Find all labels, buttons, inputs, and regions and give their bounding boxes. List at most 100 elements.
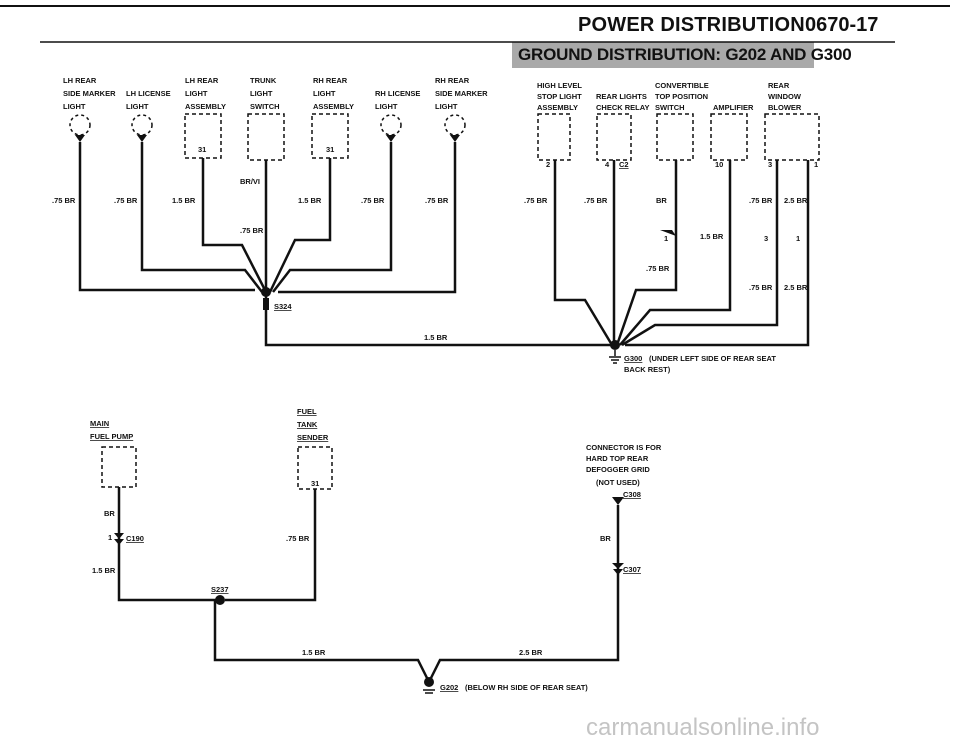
bulb-icons [69, 114, 466, 136]
wire-label: .75 BR [114, 196, 138, 205]
svg-text:1: 1 [814, 160, 818, 169]
wire-label: .75 BR [361, 196, 385, 205]
connector-note-1: CONNECTOR IS FOR [586, 443, 662, 452]
svg-text:1: 1 [796, 234, 800, 243]
comp-high-stop-2: STOP LIGHT [537, 92, 582, 101]
g202-ground-dot [424, 677, 434, 687]
comp-rh-rear-light-2: LIGHT [313, 89, 336, 98]
wire-label: 1.5 BR [700, 232, 724, 241]
watermark: carmanualsonline.info [586, 714, 820, 741]
comp-fuel-sender-2: TANK [297, 420, 318, 429]
svg-text:4: 4 [605, 160, 610, 169]
comp-conv-top-3: SWITCH [655, 103, 685, 112]
comp-lh-rear-light-3: ASSEMBLY [185, 102, 226, 111]
ground-desc-g202: (BELOW RH SIDE OF REAR SEAT) [465, 683, 588, 692]
connector-c190: C190 [126, 534, 144, 543]
wire-label: 2.5 BR [519, 648, 543, 657]
comp-rh-rear-light-3: ASSEMBLY [313, 102, 354, 111]
wire-labels-top: .75 BR .75 BR 1.5 BR BR/VI .75 BR 1.5 BR… [52, 177, 808, 342]
page-number: 0670-17 [805, 14, 879, 36]
comp-fuel-pump-2: FUEL PUMP [90, 432, 133, 441]
comp-lh-license-2: LIGHT [126, 102, 149, 111]
wire-label: 2.5 BR [784, 283, 808, 292]
wire-label: 2.5 BR [784, 196, 808, 205]
comp-check-relay-1: REAR LIGHTS [596, 92, 647, 101]
connector-note-3: DEFOGGER GRID [586, 465, 650, 474]
bulb-icon [131, 114, 153, 136]
svg-text:3: 3 [768, 160, 772, 169]
comp-fuel-sender-1: FUEL [297, 407, 317, 416]
wires-g202 [117, 487, 620, 681]
comp-rh-rear-light-1: RH REAR [313, 76, 348, 85]
comp-conv-top-1: CONVERTIBLE [655, 81, 709, 90]
comp-high-stop-1: HIGH LEVEL [537, 81, 582, 90]
connector-c307: C307 [623, 565, 641, 574]
bulb-icon [69, 114, 91, 136]
comp-conv-top-2: TOP POSITION [655, 92, 708, 101]
comp-rh-side-marker-1: RH REAR [435, 76, 470, 85]
comp-lh-rear-light-2: LIGHT [185, 89, 208, 98]
comp-rh-license-1: RH LICENSE [375, 89, 420, 98]
comp-lh-rear-light-1: LH REAR [185, 76, 219, 85]
connector-icons [114, 230, 676, 575]
wire-label: 1.5 BR [172, 196, 196, 205]
bulb-icon [380, 114, 402, 136]
ground-label-g300: G300 [624, 354, 642, 363]
wire-label: .75 BR [749, 283, 773, 292]
connector-note-4: (NOT USED) [596, 478, 640, 487]
section-banner [512, 42, 814, 68]
svg-text:31: 31 [198, 145, 206, 154]
comp-trunk-1: TRUNK [250, 76, 277, 85]
svg-text:31: 31 [326, 145, 334, 154]
comp-blower-1: REAR [768, 81, 790, 90]
comp-lh-license-1: LH LICENSE [126, 89, 171, 98]
svg-text:2: 2 [546, 160, 550, 169]
wire-label: BR/VI [240, 177, 260, 186]
wire-label: 1.5 BR [424, 333, 448, 342]
wire-label: 1.5 BR [92, 566, 116, 575]
splice-s324-dot [261, 287, 271, 297]
wire-label: .75 BR [286, 534, 310, 543]
page-title: POWER DISTRIBUTION [578, 14, 805, 36]
connector-note-2: HARD TOP REAR [586, 454, 649, 463]
wire-label: 1.5 BR [298, 196, 322, 205]
wire-label: .75 BR [646, 264, 670, 273]
wires-s324 [78, 142, 615, 347]
comp-rh-side-marker-2: SIDE MARKER [435, 89, 488, 98]
svg-text:31: 31 [311, 479, 319, 488]
svg-text:1: 1 [108, 533, 112, 542]
comp-fuel-pump-1: MAIN [90, 419, 109, 428]
comp-check-relay-2: CHECK RELAY [596, 103, 649, 112]
wire-label: .75 BR [240, 226, 264, 235]
ground-label-g202: G202 [440, 683, 458, 692]
ground-desc-g300-2: BACK REST) [624, 365, 671, 374]
component-labels-top: LH REAR SIDE MARKER LIGHT LH LICENSE LIG… [63, 76, 802, 112]
comp-blower-3: BLOWER [768, 103, 802, 112]
svg-text:3: 3 [764, 234, 768, 243]
comp-trunk-3: SWITCH [250, 102, 280, 111]
comp-rh-side-marker-3: LIGHT [435, 102, 458, 111]
comp-rh-license-2: LIGHT [375, 102, 398, 111]
comp-amplifier: AMPLIFIER [713, 103, 754, 112]
comp-high-stop-3: ASSEMBLY [537, 103, 578, 112]
comp-trunk-2: LIGHT [250, 89, 273, 98]
wires-g300 [553, 160, 810, 347]
wire-label: BR [600, 534, 611, 543]
splice-label-s324: S324 [274, 302, 292, 311]
wire-label: .75 BR [52, 196, 76, 205]
svg-text:10: 10 [715, 160, 723, 169]
bulb-icon [444, 114, 466, 136]
svg-text:C2: C2 [619, 160, 629, 169]
splice-s237-dot [215, 595, 225, 605]
ground-desc-g300: (UNDER LEFT SIDE OF REAR SEAT [649, 354, 776, 363]
comp-blower-2: WINDOW [768, 92, 802, 101]
comp-lh-side-marker-3: LIGHT [63, 102, 86, 111]
wire-label: .75 BR [749, 196, 773, 205]
component-boxes [101, 113, 820, 490]
g300-ground-dot [610, 340, 620, 350]
comp-lh-side-marker-1: LH REAR [63, 76, 97, 85]
pin-labels: 31 31 2 4 C2 10 3 1 1 3 1 31 1 [108, 145, 818, 542]
section-banner-text: GROUND DISTRIBUTION: G202 AND G300 [518, 45, 852, 64]
comp-fuel-sender-3: SENDER [297, 433, 329, 442]
